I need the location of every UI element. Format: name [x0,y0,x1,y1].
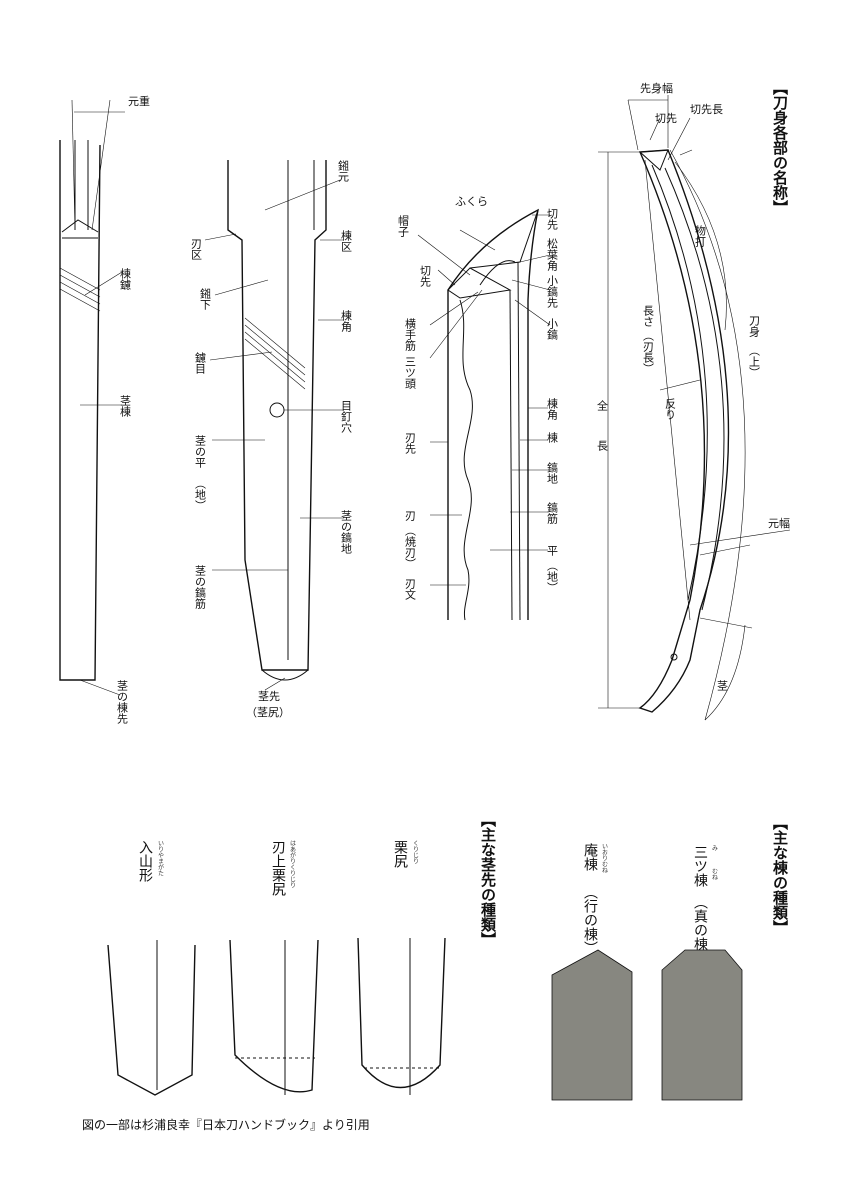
point-closeup-figure: 切先 松葉角 小鎬先 小鎬 棟角 棟 鎬地 鎬筋 平 （地） ふくら 帽子 切先… [397,195,559,621]
label-yokote-suji: 横手筋 [404,317,417,352]
label-toshin-sub: （上） [748,345,761,378]
label-kissaki-side: 切先 [419,265,432,288]
label-koshinogi-saki: 小鎬先 [546,275,559,309]
label-zencho: 全 [596,399,609,411]
title-blade-parts: 【刀身各部の名称】 [771,80,789,215]
label-nakago-shinogi: 茎の鎬筋 [194,565,207,610]
label-habaki-shita: 鎺下 [199,287,212,311]
label-hira: 平 [546,545,559,557]
label-haagari-kurijiri: 刃上栗尻 [270,840,286,897]
tang-file-marks [244,317,306,390]
source-caption: 図の一部は杉浦良幸『日本刀ハンドブック』より引用 [82,1118,370,1132]
label-mekugi-ana: 目釘穴 [340,400,353,433]
label-hasaki: 刃先 [404,432,417,455]
label-iriyama: 入山形 [137,840,153,882]
label-kissaki-top: 切先 [546,208,559,231]
label-mune-machi: 棟区 [340,229,353,252]
label-nakago-hira-sub: （地） [194,478,207,511]
label-mune-kado-tang: 棟角 [340,309,353,333]
label-hamon: 刃文 [404,578,417,600]
whole-blade-figure: 先身幅 切先 切先長 物打 刀身 （上） 長さ （刃長） 反り 全 長 元幅 茎 [596,81,791,721]
label-yasuri-me: 鑢目 [194,351,207,374]
label-mune: 棟 [546,431,559,444]
label-iori-mune: 庵棟 [582,842,598,871]
label-mitsu-mune: 三ツ棟 [692,845,708,887]
file-marks [59,267,101,312]
label-kurijiri: 栗尻 [392,840,408,869]
label-nakago-hira: 茎の平 [194,435,207,469]
nakago-tip-iriyama: 入山形 いりやまがた [107,840,196,1096]
label-motohaba: 元幅 [768,517,790,530]
label-nakago-saki: 茎先 [258,690,280,703]
label-sakimi-haba: 先身幅 [640,81,673,95]
label-matsuba-kado: 松葉角 [546,237,559,272]
mitsu-mune-shape [661,949,743,1101]
label-sori: 反り [664,398,677,420]
label-shinogiji: 鎬地 [546,461,559,484]
label-nakago-saki-sub: （茎尻） [246,706,290,719]
reading-mitsu-mune: むね [711,868,718,880]
label-fukura: ふくら [455,195,488,208]
label-ha-machi: 刃区 [190,238,203,260]
mune-type-mitsu: 三ツ棟 み むね （真の棟） [661,845,743,1101]
reading-kurijiri: くりじり [412,840,419,864]
label-koshinogi: 小鎬 [546,318,559,341]
label-iori-sub: （行の棟） [582,885,598,955]
label-nakago-mune-saki: 茎の棟先 [116,680,129,725]
nakago-tip-kurijiri: 栗尻 くりじり [357,840,446,1095]
label-kissaki-naga: 切先長 [690,103,723,116]
label-mune-kado-point: 棟角 [546,397,559,421]
title-mune-types: 【主な棟の種類】 [771,815,789,935]
reading-mitsu-mi: み [711,845,718,852]
label-nagasa: 長さ [642,305,655,327]
tang-front-figure: 鎺元 刃区 棟区 鎺下 棟角 鑢目 目釘穴 茎の平 （地） 茎の鎬地 茎の鎬筋 … [190,159,353,719]
label-boshi: 帽子 [397,215,410,237]
iori-mune-shape [551,949,633,1101]
reading-iriyama: いりやまがた [157,840,164,876]
mune-type-iori: 庵棟 いおりむね （行の棟） [551,842,633,1101]
label-shinogi-suji: 鎬筋 [546,501,559,525]
reading-haagari-kurijiri: はあがりくりじり [289,840,296,888]
label-ha: 刃 [404,510,417,522]
label-kissaki: 切先 [655,112,677,125]
reading-iori-mune: いおりむね [601,843,608,873]
label-nakago-shinogiji: 茎の鎬地 [340,510,353,554]
label-habaki-moto: 鎺元 [337,159,350,182]
label-hira-sub: （地） [546,560,559,593]
label-monouchi: 物打 [694,224,707,247]
label-zencho-2: 長 [596,440,609,452]
label-nakago: 茎 [716,680,729,691]
label-nakago-mune: 茎棟 [119,395,132,418]
label-mitsu-sub: （真の棟） [692,895,708,965]
label-nagasa-sub: （刃長） [642,330,655,374]
label-ha-sub: （焼刃） [404,525,417,569]
label-mitsu-gashira: 三ツ頭 [404,356,417,390]
nakago-tip-haagari-kurijiri: 刃上栗尻 はあがりくりじり [229,840,319,1095]
label-mune-yasuri: 棟鑢 [119,267,132,291]
title-nakago-tips: 【主な茎先の種類】 [479,812,497,947]
nakago-side-figure: 元重 棟鑢 茎棟 茎の棟先 [59,94,150,725]
label-toshin: 刀身 [748,315,761,338]
label-motogasane: 元重 [128,94,150,108]
